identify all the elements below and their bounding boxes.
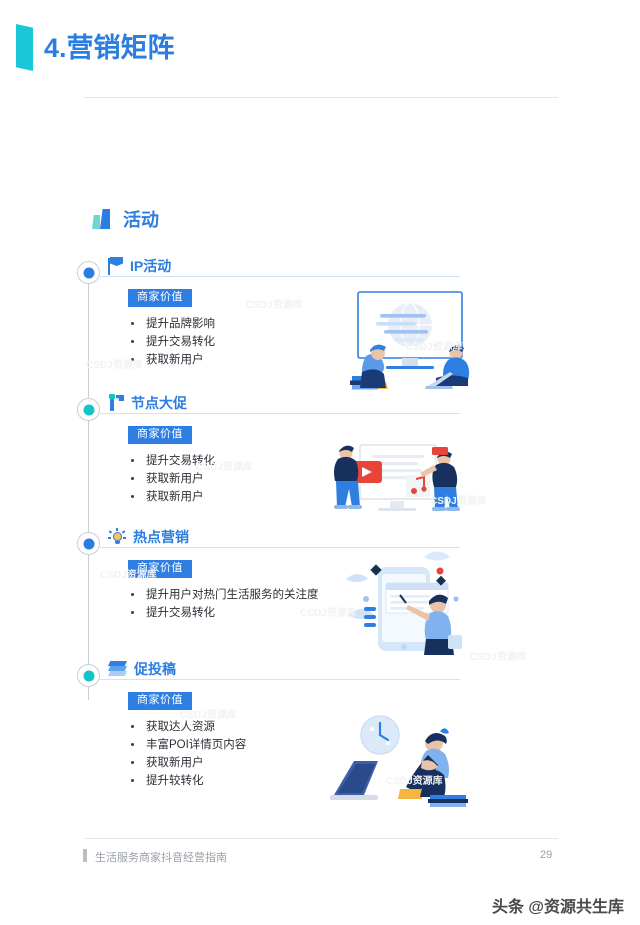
list-item: 提升交易转化 <box>128 333 215 351</box>
timeline-item-header: 热点营销 <box>108 527 189 547</box>
flag-icon <box>108 257 123 275</box>
page-title: 4.营销矩阵 <box>44 33 175 63</box>
timeline-item-header: IP活动 <box>108 256 171 276</box>
list-item: 获取新用户 <box>128 470 215 488</box>
benefit-list: 提升交易转化 获取新用户 获取新用户 <box>128 452 215 506</box>
section-title: 活动 <box>123 210 159 230</box>
timeline-axis <box>88 270 89 700</box>
activity-timeline: IP活动 商家价值 提升品牌影响 提升交易转化 获取新用户 <box>0 250 640 810</box>
list-item: 获取达人资源 <box>128 718 246 736</box>
timeline-item-label: 热点营销 <box>133 529 189 545</box>
timeline-dot <box>77 532 100 555</box>
footer-accent-tick <box>83 849 87 862</box>
timeline-dot <box>77 664 100 687</box>
phone-person-pointing-illustration <box>346 551 462 655</box>
timeline-item-label: 节点大促 <box>131 395 187 411</box>
video-music-monitor-people-illustration <box>334 444 460 511</box>
timeline-item-body: 商家价值 获取达人资源 丰富POI详情页内容 获取新用户 提升较转化 <box>128 690 246 790</box>
timeline-item-header: 节点大促 <box>108 393 187 413</box>
laptop-clock-person-illustration <box>330 715 468 807</box>
merchant-value-badge: 商家价值 <box>128 692 192 710</box>
bottom-watermark: 头条 @资源共生库 <box>491 899 624 916</box>
timeline-item-rule <box>100 276 460 277</box>
list-item: 获取新用户 <box>128 351 215 369</box>
timeline-item-body: 商家价值 提升交易转化 获取新用户 获取新用户 <box>128 424 215 506</box>
merchant-value-badge: 商家价值 <box>128 560 192 578</box>
merchant-value-badge: 商家价值 <box>128 426 192 444</box>
footer-text: 生活服务商家抖音经营指南 <box>95 852 227 864</box>
list-item: 提升较转化 <box>128 772 246 790</box>
timeline-item-body: 商家价值 提升品牌影响 提升交易转化 获取新用户 <box>128 287 215 369</box>
timeline-item-rule <box>100 413 460 414</box>
timeline-dot <box>77 398 100 421</box>
timeline-item-label: 促投稿 <box>134 661 176 677</box>
benefit-list: 提升品牌影响 提升交易转化 获取新用户 <box>128 315 215 369</box>
page-header: 4.营销矩阵 <box>0 0 640 98</box>
list-item: 获取新用户 <box>128 488 215 506</box>
page-number: 29 <box>540 849 553 861</box>
list-item: 提升交易转化 <box>128 452 215 470</box>
list-item: 丰富POI详情页内容 <box>128 736 246 754</box>
list-item: 提升品牌影响 <box>128 315 215 333</box>
stacked-books-icon <box>108 661 127 677</box>
node-pin-icon <box>108 394 124 412</box>
benefit-list: 提升用户对热门生活服务的关注度 提升交易转化 <box>128 586 319 622</box>
footer-divider <box>84 838 558 839</box>
header-divider <box>84 97 558 98</box>
timeline-item-label: IP活动 <box>130 258 172 274</box>
benefit-list: 获取达人资源 丰富POI详情页内容 获取新用户 提升较转化 <box>128 718 246 790</box>
list-item: 提升用户对热门生活服务的关注度 <box>128 586 319 604</box>
monitor-globe-people-illustration <box>350 291 470 390</box>
bar-chart-icon <box>92 209 114 229</box>
title-accent-bar <box>16 24 33 71</box>
timeline-item-header: 促投稿 <box>108 659 176 679</box>
timeline-item-rule <box>100 679 460 680</box>
section-header: 活动 <box>92 206 159 232</box>
timeline-item-rule <box>100 547 460 548</box>
list-item: 获取新用户 <box>128 754 246 772</box>
timeline-item-body: 商家价值 提升用户对热门生活服务的关注度 提升交易转化 <box>128 558 319 622</box>
timeline-dot <box>77 261 100 284</box>
list-item: 提升交易转化 <box>128 604 319 622</box>
lightbulb-icon <box>108 528 126 546</box>
merchant-value-badge: 商家价值 <box>128 289 192 307</box>
